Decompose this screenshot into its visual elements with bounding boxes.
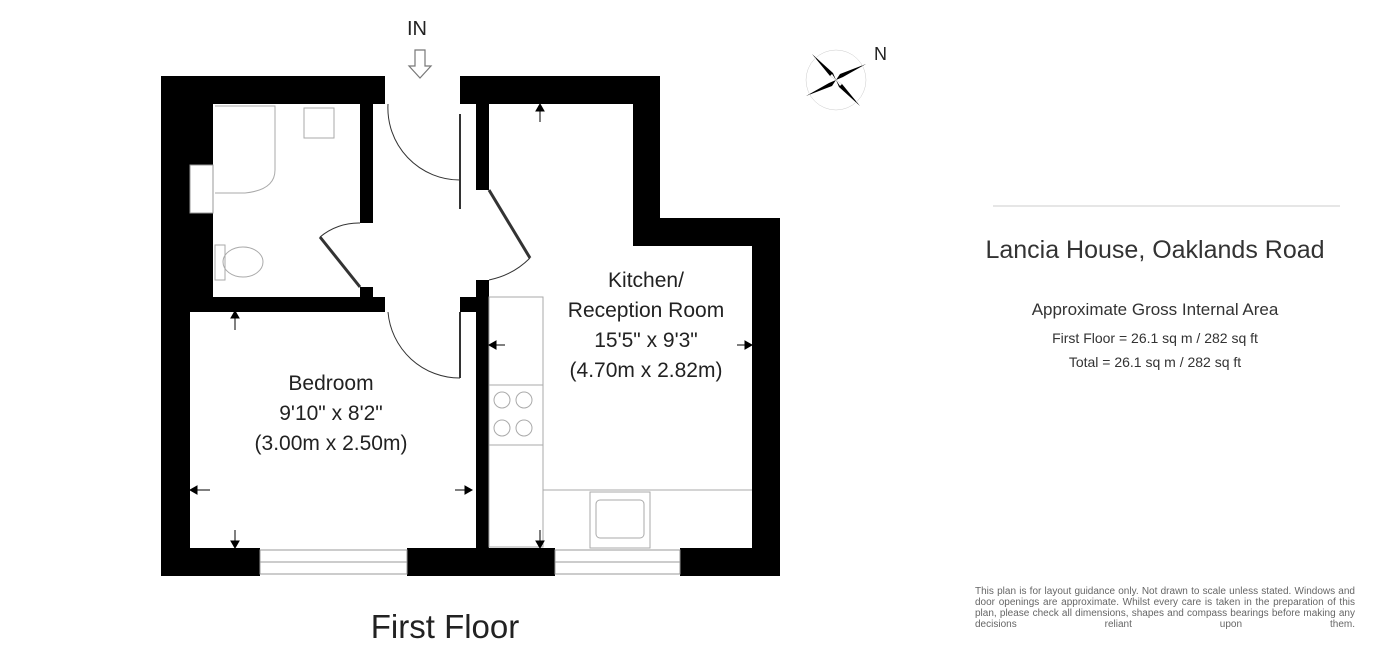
room-size-imperial: 15'5" x 9'3" (594, 329, 698, 352)
total-area: Total = 26.1 sq m / 282 sq ft (1068, 354, 1242, 370)
room-name: Bedroom (288, 372, 374, 395)
room-label-bedroom: Bedroom 9'10" x 8'2" (3.00m x 2.50m) (190, 369, 472, 459)
floor-label: First Floor (370, 608, 520, 645)
disclaimer: This plan is for layout guidance only. N… (975, 586, 1355, 630)
room-size-metric: (4.70m x 2.82m) (569, 359, 723, 382)
doors (318, 103, 532, 379)
room-size-metric: (3.00m x 2.50m) (254, 432, 408, 455)
compass-icon (805, 49, 867, 111)
fixtures (214, 105, 752, 549)
first-floor-area: First Floor = 26.1 sq m / 282 sq ft (1052, 330, 1258, 346)
room-label-kitchen: Kitchen/ Reception Room 15'5" x 9'3" (4.… (540, 266, 752, 386)
walls (161, 76, 780, 576)
room-size-imperial: 9'10" x 8'2" (279, 402, 383, 425)
windows (189, 164, 681, 575)
property-address: Lancia House, Oaklands Road (985, 236, 1325, 264)
room-name: Reception Room (567, 299, 725, 322)
entrance-label: IN (407, 18, 427, 40)
dimension-arrows (188, 102, 754, 550)
area-title: Approximate Gross Internal Area (1031, 300, 1279, 319)
compass-north-label: N (874, 44, 887, 64)
entrance-arrow-icon (407, 49, 433, 79)
room-name: Kitchen/ (608, 269, 684, 292)
